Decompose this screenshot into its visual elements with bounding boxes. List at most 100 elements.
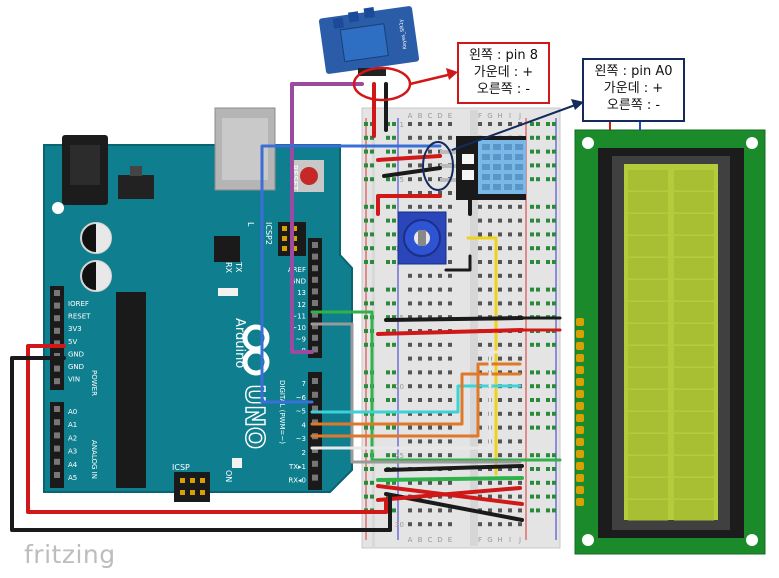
digital-pin-label: ~6: [296, 394, 307, 402]
breadboard-column-letter: E: [448, 112, 452, 120]
breadboard-column-letter: I: [509, 536, 511, 544]
digital-pin-label: TX▸1: [288, 463, 306, 471]
wire-bb-red-1: [376, 328, 524, 336]
breadboard-column-letter: D: [437, 536, 442, 544]
lcd-character-cell: [674, 500, 714, 521]
wire-pot-gnd: [444, 254, 472, 272]
digital-pin-label: ~5: [296, 408, 306, 416]
potentiometer: [397, 211, 447, 265]
digital-pin-label: RX◂0: [288, 477, 306, 485]
fritzing-watermark: fritzing: [24, 540, 116, 569]
analog-pin-label: A5: [68, 474, 77, 482]
lcd-character-cell: [628, 500, 668, 521]
lcd-character-cell: [674, 280, 714, 301]
voltage-regulator: [118, 175, 154, 199]
lcd-character-cell: [628, 192, 668, 213]
digital-pin-label: 13: [297, 289, 306, 297]
breadboard-row-number: 1: [400, 121, 404, 129]
breadboard-row-number: 25: [395, 452, 404, 460]
breadboard-column-letter: I: [509, 112, 511, 120]
lcd-character-cell: [674, 434, 714, 455]
wire-bb-black-1: [384, 316, 524, 322]
lcd-character-cell: [674, 258, 714, 279]
arduino-board: Arduino UNO RESET ICSP2 TX RX L ON ICSP …: [43, 107, 353, 502]
digital-pin-label: 4: [302, 421, 307, 429]
breadboard-row-number: 20: [395, 383, 404, 391]
wire-lcd-d7: [310, 350, 522, 450]
digital-pin-label: 12: [297, 301, 306, 309]
breadboard-row-number: 30: [395, 521, 404, 529]
relay-callout-line-3: 오른쪽 : -: [476, 82, 531, 97]
lcd-character-cell: [674, 478, 714, 499]
wire-bb-green: [376, 476, 524, 482]
digital-pin-label: ~11: [291, 312, 306, 320]
lcd-character-cell: [628, 346, 668, 367]
digital-pin-label: GND: [290, 278, 306, 286]
dht-pin-callout: 왼쪽 : pin A0 가운데 : + 오른쪽 : -: [582, 58, 685, 122]
dht-callout-line-1: 왼쪽 : pin A0: [594, 64, 673, 79]
breadboard-column-letter: A: [408, 112, 413, 120]
breadboard-column-letter: H: [497, 112, 502, 120]
breadboard-column-letter: J: [518, 536, 521, 544]
icsp2-label: ICSP2: [264, 222, 273, 245]
wire-dht-gnd: [382, 166, 442, 178]
breadboard-column-letter: C: [428, 112, 433, 120]
lcd-character-cell: [674, 236, 714, 257]
lcd-character-cell: [674, 390, 714, 411]
lcd-character-cell: [674, 192, 714, 213]
dht-callout-line-2: 가운데 : +: [603, 81, 664, 96]
lcd-character-cell: [674, 346, 714, 367]
breadboard-row-number: 5: [400, 176, 404, 184]
breadboard-column-letter: F: [478, 112, 482, 120]
digital-header-top: [308, 238, 322, 358]
dht-sensor: [440, 136, 526, 200]
wire-lcd-rs: [310, 310, 562, 462]
dht-arrowhead: [571, 99, 584, 110]
analog-section-label: ANALOG IN: [90, 440, 98, 479]
wire-pot-wiper: [466, 236, 498, 476]
wire-relay-signal: [290, 82, 364, 354]
arduino-model-label: UNO: [239, 384, 269, 449]
power-pin-label: 3V3: [68, 325, 82, 333]
lcd-character-cell: [674, 324, 714, 345]
digital-header-bottom: [308, 372, 322, 490]
breadboard-column-letter: J: [518, 112, 521, 120]
analog-pin-label: A2: [68, 434, 77, 442]
digital-pin-label: AREF: [288, 266, 306, 274]
relay-label: Keyes_SR1y: [398, 19, 408, 50]
analog-pin-label: A3: [68, 448, 77, 456]
breadboard-column-letter: C: [428, 536, 433, 544]
dht-callout-arrow: [451, 103, 579, 151]
digital-pin-label: ~3: [296, 435, 306, 443]
lcd-character-cell: [628, 390, 668, 411]
relay-callout-line-2: 가운데 : +: [473, 65, 534, 80]
rx-label: RX: [224, 262, 233, 274]
lcd-character-cell: [628, 478, 668, 499]
digital-pin-label: ~10: [291, 324, 306, 332]
reset-button: [300, 167, 318, 185]
arduino-brand-label: Arduino: [232, 318, 247, 368]
digital-pin-label: ~9: [296, 336, 306, 344]
wire-gnd: [10, 356, 392, 532]
relay-module: Keyes_SR1y: [318, 6, 420, 76]
lcd-character-cell: [674, 170, 714, 191]
power-header: [50, 286, 64, 390]
power-pin-label: GND: [68, 363, 84, 371]
breadboard-column-letter: G: [487, 112, 492, 120]
relay-arrowhead: [446, 68, 458, 80]
lcd-character-cell: [674, 302, 714, 323]
wire-dht-signal: [260, 144, 442, 404]
microcontroller-chip: [116, 292, 146, 488]
wires: [10, 82, 562, 532]
on-led-label: ON: [224, 470, 233, 482]
breadboard-column-letter: A: [408, 536, 413, 544]
digital-section-label: DIGITAL (PWM=~): [278, 380, 286, 444]
power-pin-label: IOREF: [68, 300, 89, 308]
analog-pin-label: A4: [68, 461, 78, 469]
lcd-character-cell: [628, 434, 668, 455]
lcd-character-cell: [628, 302, 668, 323]
lcd-character-cell: [628, 368, 668, 389]
lcd-character-cell: [674, 412, 714, 433]
breadboard-column-letter: G: [487, 536, 492, 544]
